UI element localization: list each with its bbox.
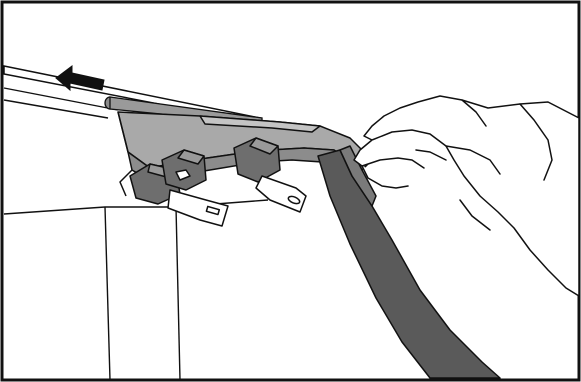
seatbelt-installation-figure (0, 0, 581, 382)
illustration-canvas (0, 0, 581, 382)
